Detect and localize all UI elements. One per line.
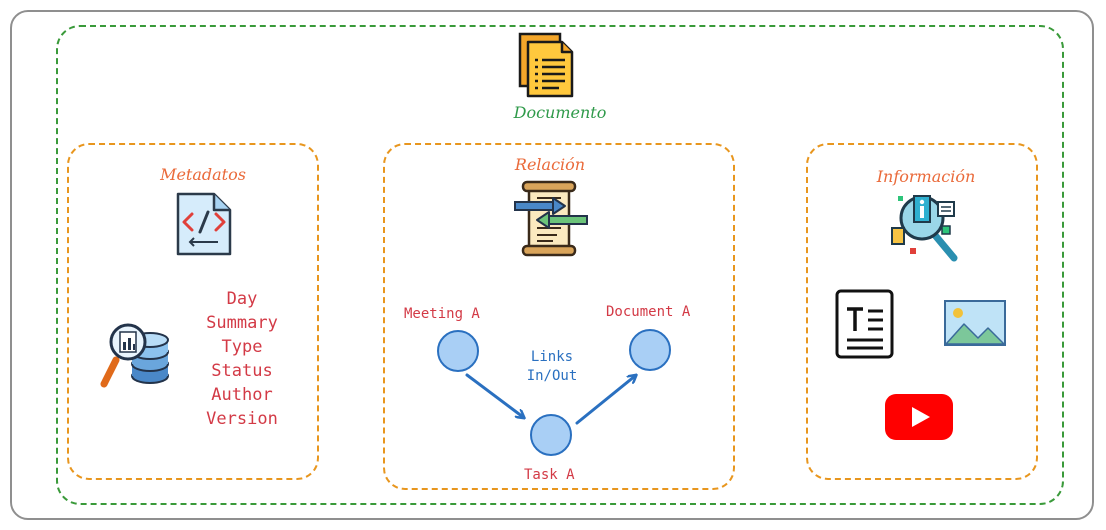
task-label: Task A [524,467,575,483]
node-document-a[interactable] [629,329,671,371]
relacion-title: Relación [514,155,586,174]
field-summary: Summary [206,313,278,333]
links-label-line1: Links [530,349,574,365]
node-meeting-a[interactable] [437,330,479,372]
field-type: Type [221,337,263,357]
meeting-label: Meeting A [404,306,480,322]
links-label-line2: In/Out [526,368,578,384]
field-status: Status [211,361,273,381]
document-pages-icon [518,32,574,98]
metadatos-title: Metadatos [160,165,246,184]
relacion-panel [383,143,735,490]
field-version: Version [206,409,278,429]
links-label: Links In/Out [508,348,596,386]
documento-title: Documento [513,103,607,122]
info-search-icon [891,195,958,262]
youtube-play-icon[interactable] [884,393,954,441]
field-author: Author [211,385,273,405]
informacion-panel [806,143,1038,480]
code-file-icon [176,192,232,256]
database-search-icon [100,323,169,388]
image-icon [944,300,1006,346]
metadata-field-list: Day Summary Type Status Author Version [180,287,304,431]
text-icon [835,289,894,359]
relation-graph [437,329,671,456]
scroll-exchange-icon [514,180,588,257]
documento-frame [56,25,1064,505]
node-task-a[interactable] [530,414,572,456]
outer-frame [10,10,1094,520]
metadatos-panel [67,143,319,480]
document-label: Document A [606,304,691,320]
field-day: Day [226,289,258,309]
link-meeting-to-task [465,373,523,417]
informacion-title: Información [876,167,976,186]
link-task-to-document [575,376,635,425]
